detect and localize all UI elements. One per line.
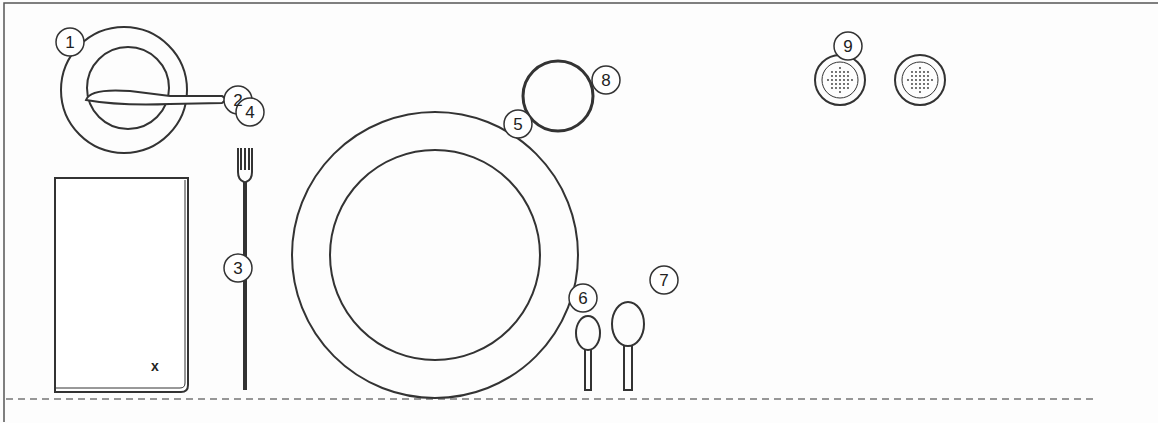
shaker-hole [839, 87, 841, 89]
callout-circle [592, 66, 620, 94]
shaker-hole [831, 83, 833, 85]
soup-spoon-handle [624, 346, 632, 390]
shaker-hole [919, 83, 921, 85]
shaker-hole [919, 79, 921, 81]
napkin-fold [56, 180, 185, 388]
shaker-hole [843, 75, 845, 77]
table-edge [6, 398, 1095, 399]
shaker-hole [915, 83, 917, 85]
shaker-hole [843, 83, 845, 85]
frame [4, 3, 1158, 422]
callout-number: 1 [65, 34, 74, 51]
callout-number: 4 [245, 104, 254, 121]
salt-shaker [815, 55, 865, 105]
shaker-hole [839, 83, 841, 85]
shaker-hole [919, 71, 921, 73]
shaker-hole [919, 67, 921, 69]
shaker-hole [831, 71, 833, 73]
shaker-hole [847, 71, 849, 73]
dinner-plate-rim [330, 150, 540, 360]
shaker-hole [839, 75, 841, 77]
callout-number: 2 [233, 92, 242, 109]
shaker-hole [835, 75, 837, 77]
shaker-hole [927, 79, 929, 81]
shaker-hole [835, 71, 837, 73]
napkin-mark: x [151, 359, 159, 373]
shaker-hole [927, 71, 929, 73]
callout-circles [56, 28, 862, 312]
shaker-hole [827, 79, 829, 81]
shaker-hole [831, 79, 833, 81]
dinner-plate [292, 112, 578, 398]
shaker-hole [911, 83, 913, 85]
shaker-hole [843, 87, 845, 89]
shaker-hole [847, 87, 849, 89]
shaker-hole [843, 71, 845, 73]
shaker-hole [931, 79, 933, 81]
teaspoon [576, 316, 600, 350]
soup-spoon [612, 302, 644, 346]
teaspoon-handle [585, 350, 591, 390]
callout-number: 5 [513, 116, 522, 133]
shaker-hole [915, 71, 917, 73]
shaker-hole [851, 79, 853, 81]
shaker-holes [827, 67, 933, 93]
shaker-hole [911, 75, 913, 77]
shaker-hole [831, 87, 833, 89]
shaker-hole [923, 71, 925, 73]
pepper-shaker [895, 55, 945, 105]
shaker-hole [927, 83, 929, 85]
callout-number: 8 [601, 72, 610, 89]
water-glass [523, 61, 593, 131]
shaker-hole [919, 91, 921, 93]
shaker-hole [839, 71, 841, 73]
shaker-hole [923, 83, 925, 85]
shaker-hole [835, 79, 837, 81]
shaker-hole [839, 79, 841, 81]
callout-number: 9 [843, 38, 852, 55]
callout-circle [569, 284, 597, 312]
shaker-hole [835, 87, 837, 89]
shaker-hole [847, 75, 849, 77]
callout-circle [650, 266, 678, 294]
napkin [55, 178, 188, 392]
shaker-hole [915, 87, 917, 89]
callout-circle [224, 254, 252, 282]
shaker-hole [923, 87, 925, 89]
shaker-hole [847, 79, 849, 81]
shaker-hole [839, 91, 841, 93]
shaker-hole [919, 87, 921, 89]
shaker-hole [911, 71, 913, 73]
bread-plate-rim [87, 47, 169, 129]
callout-number: 7 [659, 272, 668, 289]
callout-number: 3 [233, 260, 242, 277]
shaker-hole [915, 79, 917, 81]
callout-circle [834, 32, 862, 60]
shaker-hole [835, 83, 837, 85]
shaker-hole [927, 75, 929, 77]
callout-circle [504, 110, 532, 138]
butter-knife [86, 90, 225, 104]
shaker-hole [919, 75, 921, 77]
shaker-hole [831, 75, 833, 77]
shaker-hole [927, 87, 929, 89]
shaker-hole [843, 79, 845, 81]
callout-circle [56, 28, 84, 56]
shaker-hole [839, 67, 841, 69]
shaker-hole [847, 83, 849, 85]
pepper-shaker-top [902, 62, 938, 98]
shaker-hole [911, 87, 913, 89]
shaker-hole [923, 79, 925, 81]
salt-shaker-top [822, 62, 858, 98]
shaker-hole [911, 79, 913, 81]
callout-number: 6 [578, 290, 587, 307]
shaker-hole [923, 75, 925, 77]
shaker-hole [907, 79, 909, 81]
shaker-hole [915, 75, 917, 77]
